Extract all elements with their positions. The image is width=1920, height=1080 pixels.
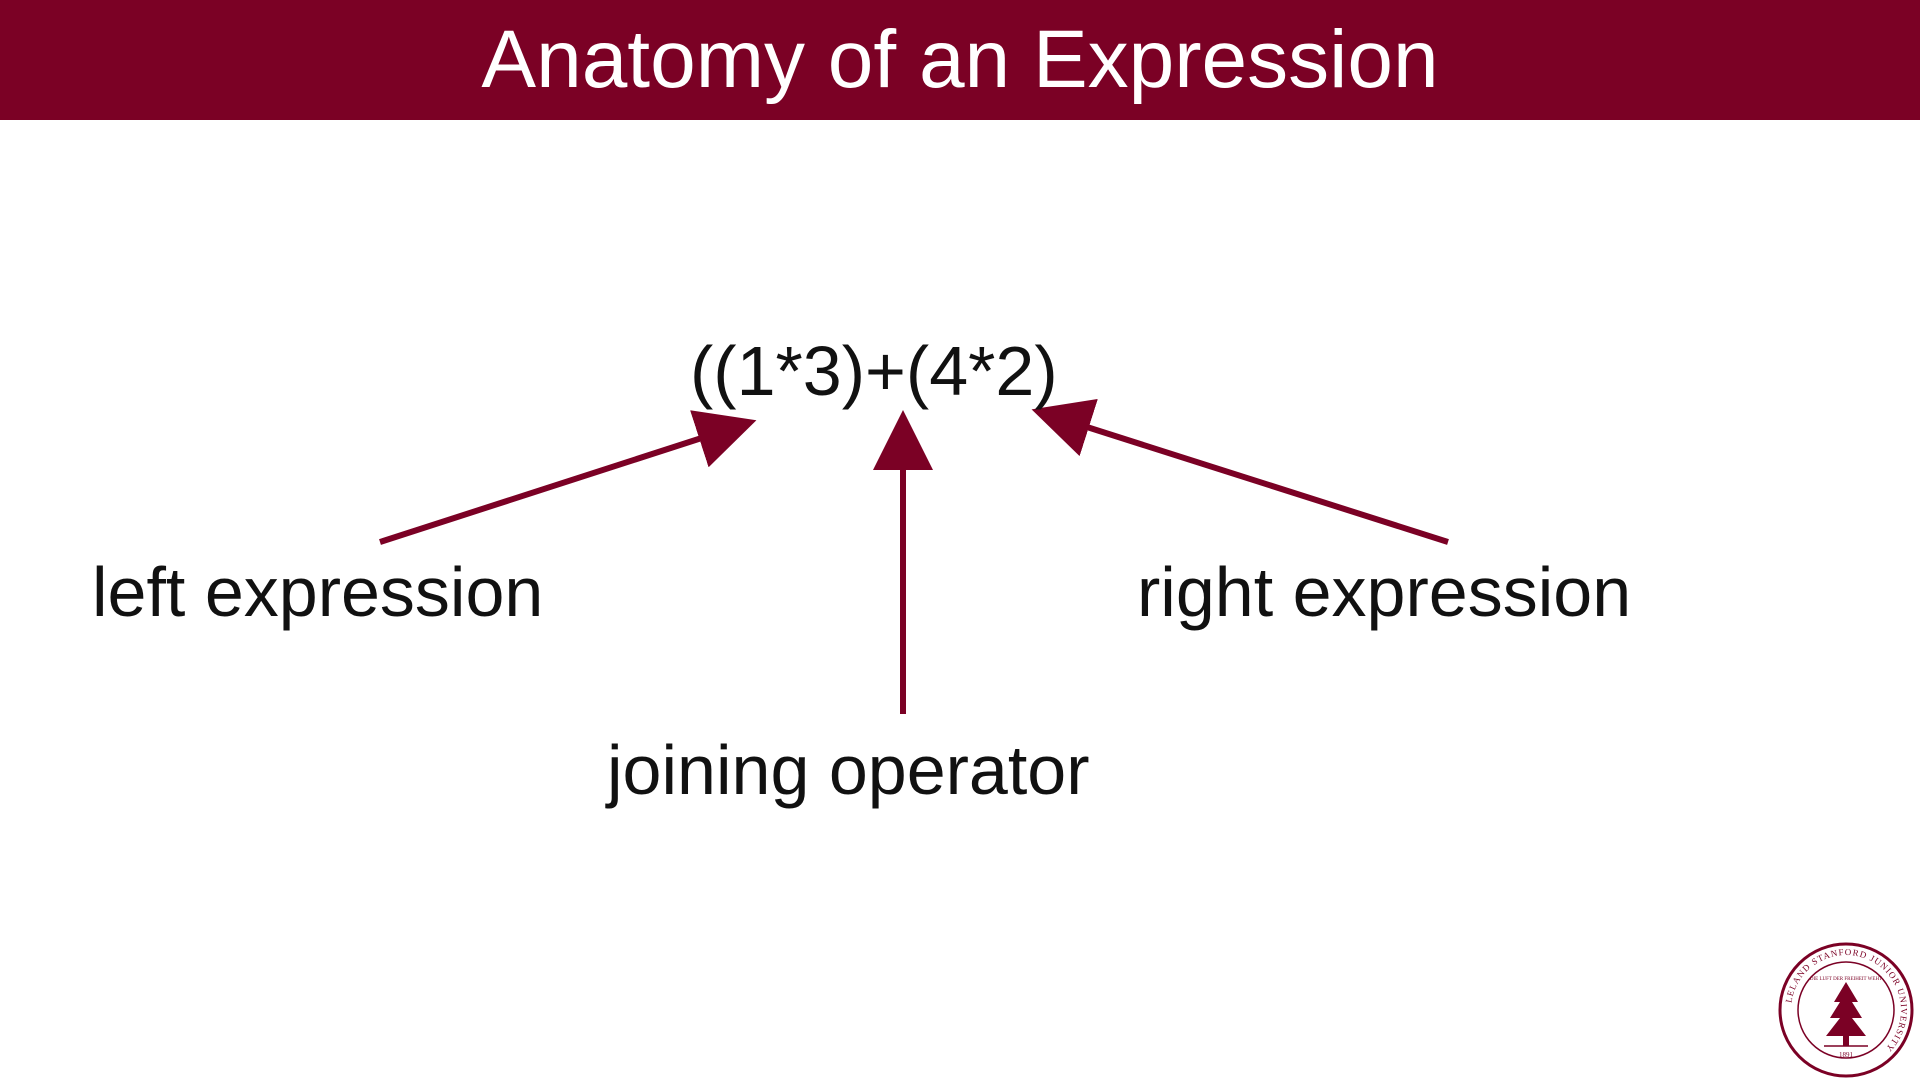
right-expression-arrow bbox=[1031, 398, 1449, 545]
left-expression-arrow bbox=[379, 410, 757, 545]
university-seal-logo: LELAND STANFORD JUNIOR UNIVERSITY DIE LU… bbox=[1778, 942, 1914, 1078]
redwood-tree-icon bbox=[1824, 982, 1868, 1047]
title-bar: Anatomy of an Expression bbox=[0, 0, 1920, 120]
seal-motto: DIE LUFT DER FREIHEIT WEHT bbox=[1810, 977, 1882, 982]
joining-operator-label: joining operator bbox=[607, 731, 1090, 809]
slide-title: Anatomy of an Expression bbox=[481, 14, 1439, 105]
left-expression-label: left expression bbox=[92, 553, 544, 631]
seal-year: 1891 bbox=[1839, 1051, 1854, 1059]
right-expression-label: right expression bbox=[1137, 553, 1632, 631]
expression-text: ((1*3)+(4*2) bbox=[690, 332, 1058, 410]
